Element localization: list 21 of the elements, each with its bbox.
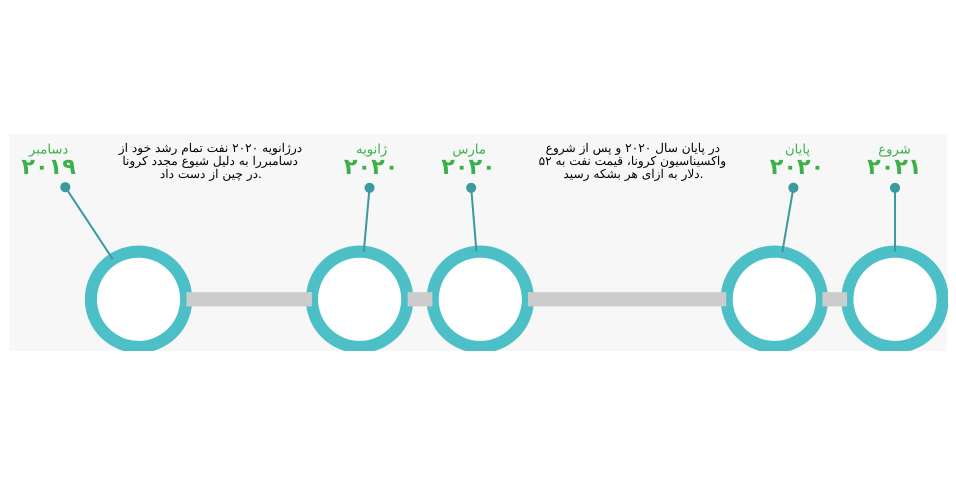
node-text: شروع ۲۰۲۱ xyxy=(867,142,922,180)
node-text: دسامبر ۲۰۱۹ xyxy=(21,142,76,180)
node-circle xyxy=(841,246,948,351)
connector xyxy=(186,292,312,306)
node-circle xyxy=(720,246,828,351)
node-circle xyxy=(84,246,192,351)
label: در پایان سال ۲۰۲۰ و پس از شروع واکسیناسیون کرونا، قیمت نفت به ۵۲ دلار به ازای هر بشکه رسید. xyxy=(538,140,726,182)
node-text: پایان ۲۰۲۰ xyxy=(770,142,824,180)
connector xyxy=(822,292,848,306)
connector xyxy=(408,292,432,306)
node-text: ژانویه ۲۰۲۰ xyxy=(344,142,398,180)
connector xyxy=(60,182,114,260)
connector xyxy=(362,182,375,252)
node-circle xyxy=(306,246,414,351)
connector xyxy=(890,182,900,252)
connector xyxy=(528,292,726,306)
label: درژانویه ۲۰۲۰ نفت تمام رشد خود از دسامبررا به دلیل شیوع مجدد کرونا در چین از دست داد. xyxy=(118,140,302,182)
connector xyxy=(466,182,478,252)
node-circle xyxy=(426,246,534,351)
node-text: مارس ۲۰۲۰ xyxy=(441,142,496,180)
connector xyxy=(781,182,798,252)
